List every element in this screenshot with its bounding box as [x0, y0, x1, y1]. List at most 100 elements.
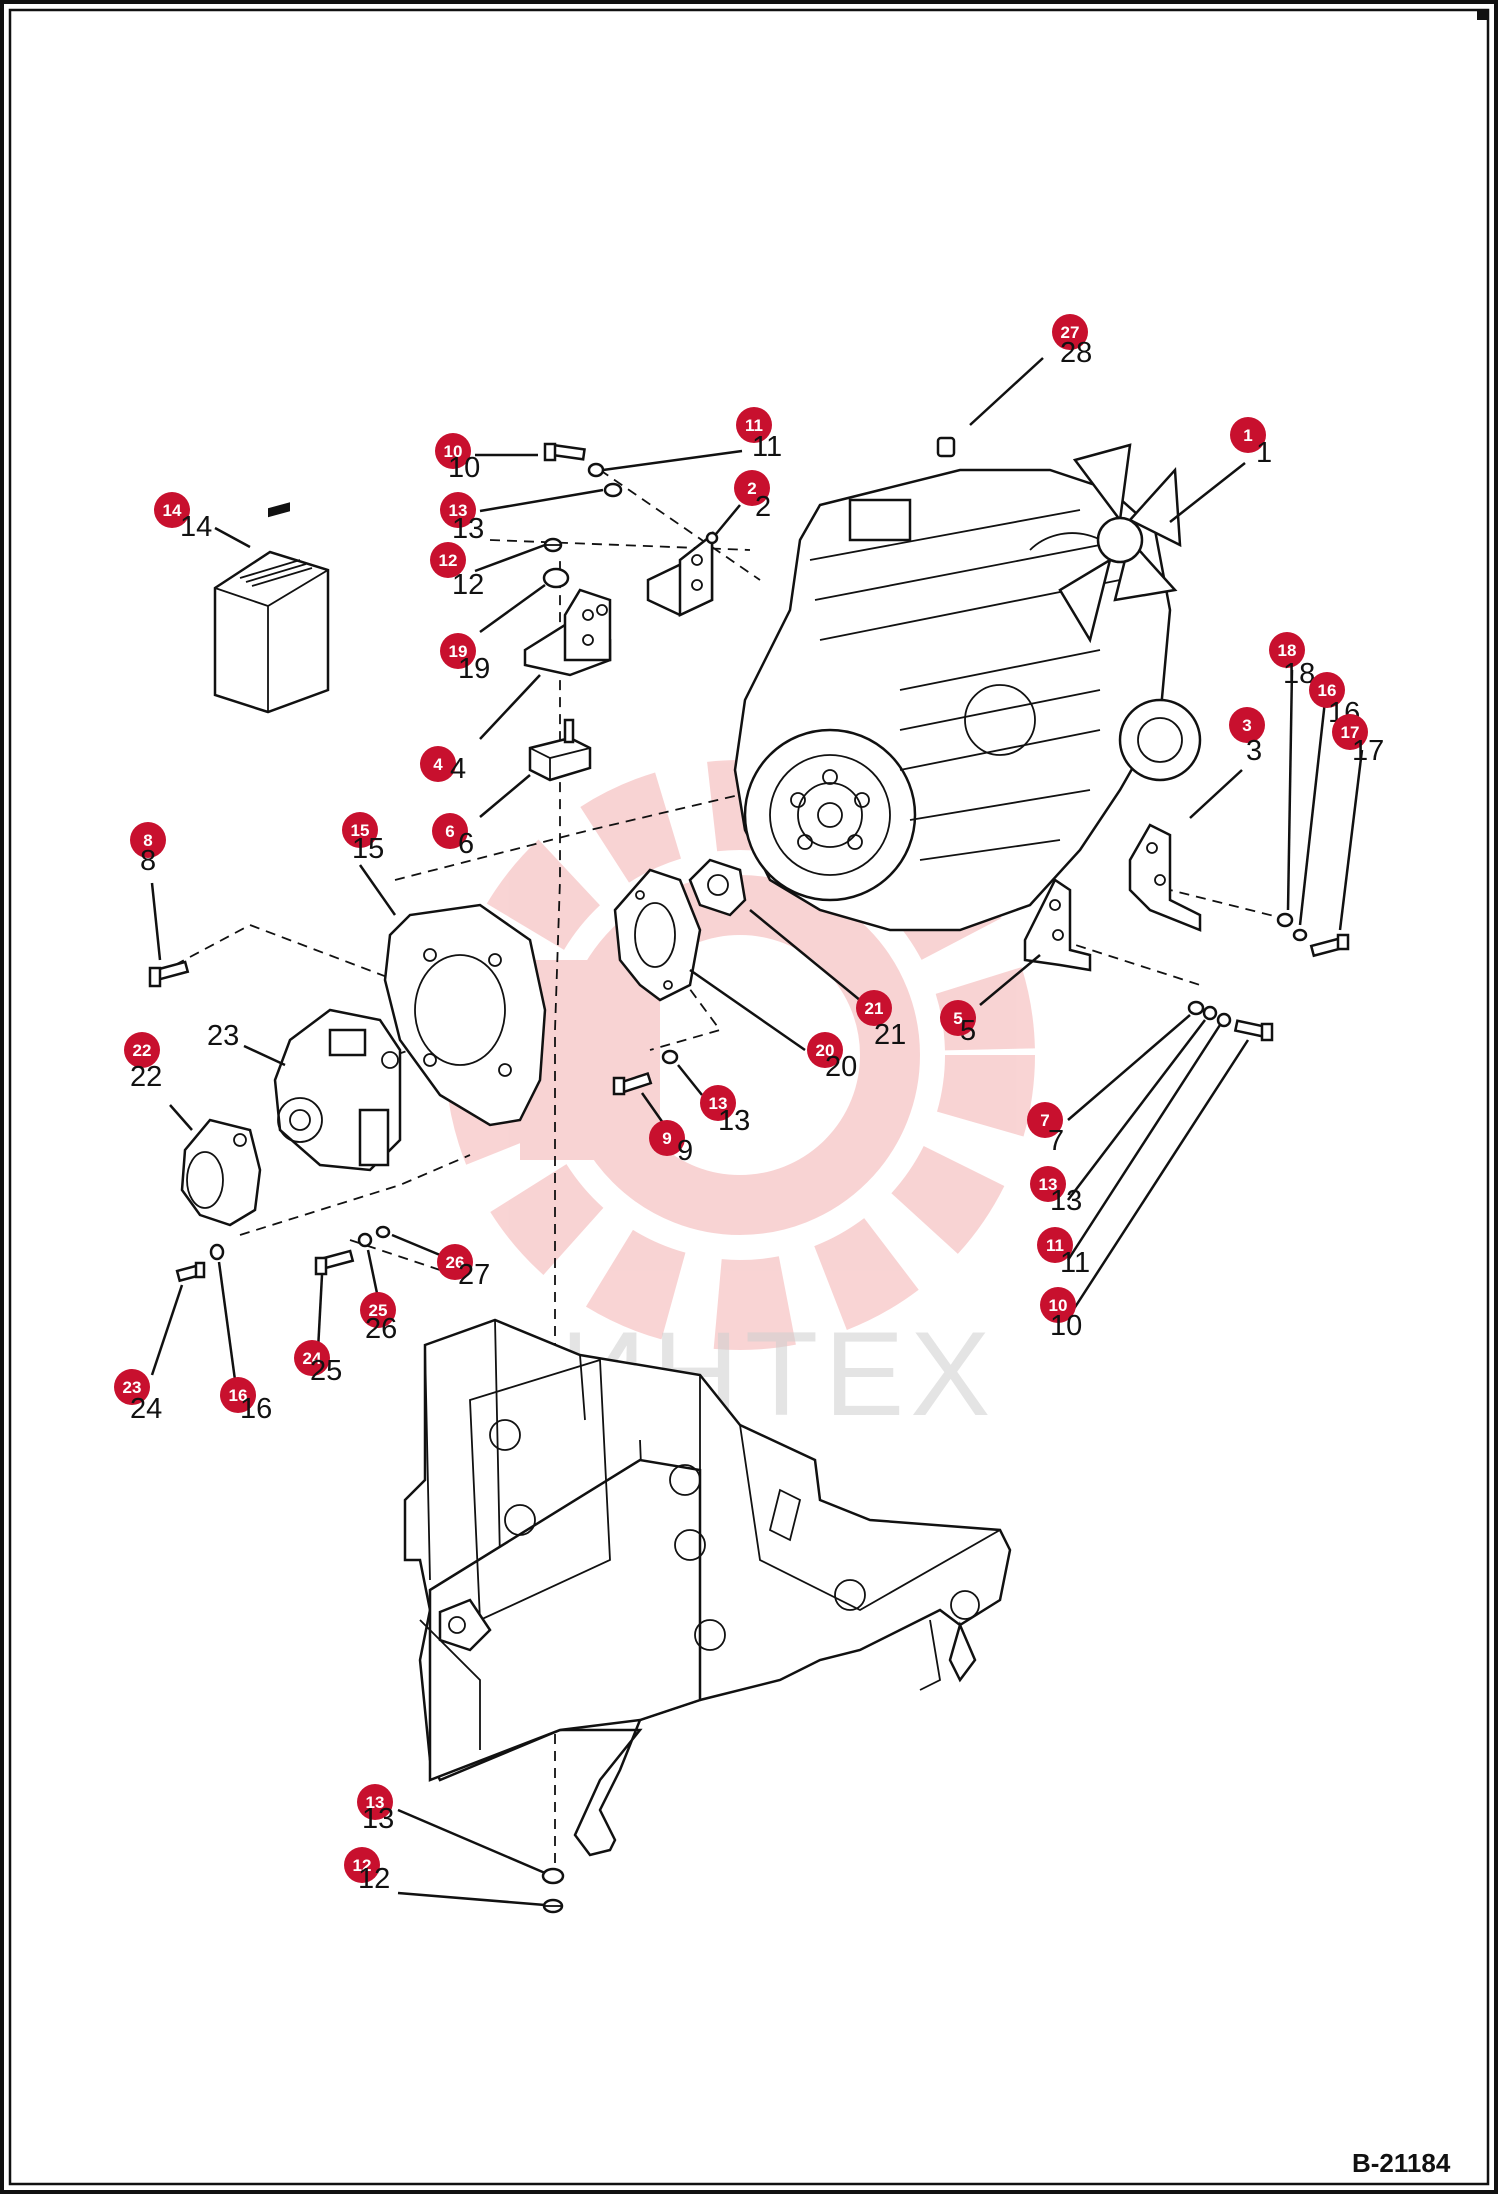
bolt-17	[1309, 933, 1350, 958]
main-frame	[403, 1318, 1012, 1857]
callout-14: 14 14	[154, 492, 212, 543]
callout-10-right-badge	[1040, 1287, 1076, 1323]
callout-11-right: 11 11	[1037, 1227, 1090, 1279]
nut-13-mid	[661, 1049, 679, 1065]
washer-13-right	[1202, 1005, 1218, 1021]
callout-12-top: 12 12	[430, 542, 484, 601]
callout-13-top-badge	[440, 492, 476, 528]
callout-12-bottom-badge-label: 12	[353, 1856, 372, 1875]
callout-7-badge	[1027, 1102, 1063, 1138]
callout-16-left-label: 16	[240, 1393, 272, 1425]
callout-15-badge-label: 15	[351, 821, 370, 840]
callout-10-right-label: 10	[1050, 1310, 1082, 1342]
washer-11-top	[587, 462, 605, 478]
callout-16-left-badge	[220, 1377, 256, 1413]
callout-13-bottom-badge-label: 13	[366, 1793, 385, 1812]
callout-23-plain: 23	[207, 1020, 239, 1052]
callout-27-badge	[437, 1244, 473, 1280]
callout-19-badge	[440, 633, 476, 669]
drawing-reference: B-21184	[1352, 2148, 1451, 2178]
washer-11-right	[1216, 1012, 1232, 1028]
callout-9-label: 9	[677, 1135, 693, 1167]
callout-10-top-label: 10	[448, 452, 480, 484]
callout-3-badge	[1229, 707, 1265, 743]
callout-16-right-badge-label: 16	[1318, 681, 1337, 700]
callout-13-right: 13 13	[1030, 1166, 1082, 1217]
callout-6: 6 6	[432, 813, 474, 860]
callout-15-label: 15	[352, 833, 384, 865]
callout-12-top-badge	[430, 542, 466, 578]
callout-11-top-badge	[736, 407, 772, 443]
callout-24-label: 24	[130, 1393, 162, 1425]
washer-13-top	[603, 482, 623, 498]
callout-12-top-label: 12	[452, 569, 484, 601]
callout-27-label: 27	[458, 1259, 490, 1291]
callout-21-badge	[856, 990, 892, 1026]
callout-18: 18 18	[1269, 632, 1315, 690]
callout-20: 20 20	[807, 1032, 857, 1083]
callout-15: 15 15	[342, 812, 384, 865]
callout-8-label: 8	[140, 845, 156, 877]
callout-24-badge-label: 23	[123, 1378, 142, 1397]
callout-4: 4 4	[420, 746, 466, 785]
fan	[1058, 443, 1182, 644]
callout-21-label: 21	[874, 1019, 906, 1051]
callout-7-badge-label: 7	[1040, 1111, 1049, 1130]
callout-22-badge	[124, 1032, 160, 1068]
callout-1-badge	[1230, 417, 1266, 453]
callout-12-bottom: 12 12	[344, 1847, 390, 1895]
callout-28: 27 28	[1052, 314, 1092, 369]
callout-20-badge-label: 20	[816, 1041, 835, 1060]
leader-lines	[150, 357, 1364, 1907]
callout-28-badge-label: 27	[1061, 323, 1080, 342]
callout-13-bottom-badge	[357, 1784, 393, 1820]
washer-13-bottom	[541, 1867, 565, 1885]
callout-10-right-badge-label: 10	[1049, 1296, 1068, 1315]
callout-18-badge-label: 18	[1278, 641, 1297, 660]
callout-14-badge-label: 14	[163, 501, 182, 520]
callout-5-badge-label: 5	[953, 1009, 962, 1028]
callout-3-label: 3	[1246, 735, 1262, 767]
washer-16-right	[1292, 928, 1308, 942]
callout-28-badge	[1052, 314, 1088, 350]
inner-border	[8, 8, 1490, 2186]
callout-21: 21 21	[856, 990, 906, 1051]
engine	[733, 443, 1202, 932]
callout-4-badge	[420, 746, 456, 782]
callout-12-top-badge-label: 12	[439, 551, 458, 570]
callout-26-badge-label: 25	[369, 1301, 388, 1320]
callout-3: 3 3	[1229, 707, 1265, 767]
callout-11-right-badge-label: 11	[1046, 1236, 1064, 1255]
callout-27-badge-label: 26	[446, 1253, 465, 1272]
bracket-2	[646, 530, 719, 617]
mount-bracket-4	[523, 588, 612, 677]
callout-21-badge-label: 21	[865, 999, 884, 1018]
callout-13-right-badge	[1030, 1166, 1066, 1202]
callout-1-label: 1	[1256, 437, 1272, 469]
callout-17: 17 17	[1332, 714, 1384, 767]
valve-block-23	[273, 1008, 402, 1172]
bracket-5	[1023, 878, 1092, 972]
callout-10-top-badge	[435, 433, 471, 469]
callout-2: 2 2	[734, 470, 771, 523]
nut-18	[1276, 912, 1294, 928]
washer-19	[542, 567, 570, 589]
callout-12-bottom-badge	[344, 1847, 380, 1883]
callout-26-badge	[360, 1292, 396, 1328]
callout-8: 8 8	[130, 822, 166, 877]
callout-28-label: 28	[1060, 337, 1092, 369]
callout-6-label: 6	[458, 828, 474, 860]
callouts: 27 28 1 1 10 10 11 11 13 13 2	[114, 314, 1384, 1895]
washer-26	[357, 1232, 373, 1248]
callout-11-top-label: 11	[752, 431, 782, 463]
callout-24: 23 24	[114, 1369, 162, 1425]
callout-11-right-label: 11	[1060, 1247, 1090, 1279]
bolt-8	[148, 960, 190, 988]
callout-22-badge-label: 22	[133, 1041, 152, 1060]
callout-9-badge	[649, 1120, 685, 1156]
bolt-25	[314, 1249, 355, 1276]
callout-7: 7 7	[1027, 1102, 1064, 1157]
callout-1-badge-label: 1	[1243, 426, 1252, 445]
bolt-24	[175, 1261, 206, 1283]
callout-12-bottom-label: 12	[358, 1863, 390, 1895]
